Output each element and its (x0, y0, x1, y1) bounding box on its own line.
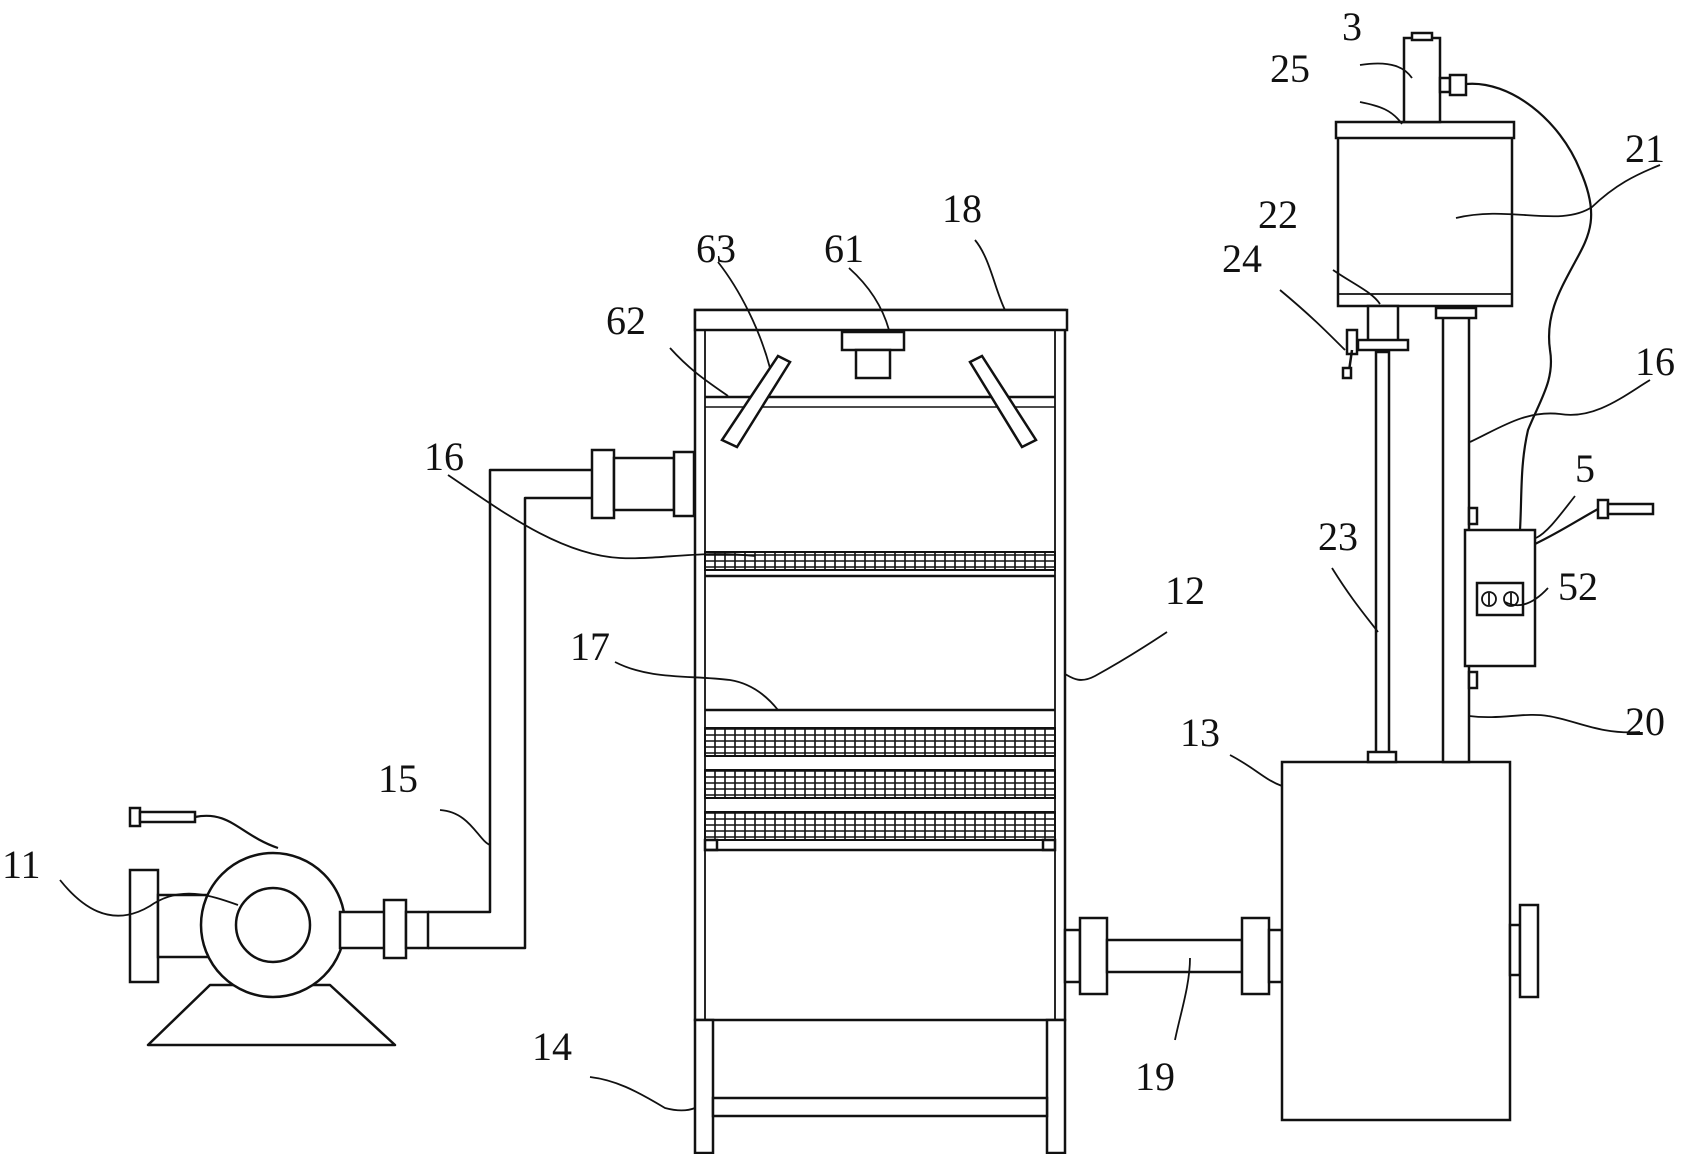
inlet-flange (590, 448, 696, 520)
control-box-5 (1463, 528, 1537, 668)
label-61: 61 (824, 226, 864, 271)
dosing-tank-21 (1334, 120, 1516, 308)
support-frame-14 (693, 1018, 1067, 1154)
tank-12 (693, 308, 1069, 1022)
label-20: 20 (1625, 699, 1665, 744)
pipe-15 (428, 468, 592, 950)
label-12: 12 (1165, 568, 1205, 613)
label-16-left: 16 (424, 434, 464, 479)
motor-cable (1465, 82, 1593, 531)
motor-3 (1402, 31, 1468, 124)
leader-lines (59, 62, 1661, 1112)
label-3: 3 (1342, 4, 1362, 49)
spray-nozzle-61 (840, 330, 906, 380)
label-13: 13 (1180, 710, 1220, 755)
label-24: 24 (1222, 236, 1262, 281)
label-52: 52 (1558, 564, 1598, 609)
pipe-19 (1063, 916, 1284, 996)
label-18: 18 (942, 186, 982, 231)
valve-22 (1341, 304, 1410, 380)
label-62: 62 (606, 298, 646, 343)
label-21: 21 (1625, 126, 1665, 171)
filter-layers (703, 551, 1057, 852)
label-63: 63 (696, 226, 736, 271)
deflector-plates-63 (720, 354, 1038, 449)
label-19: 19 (1135, 1054, 1175, 1099)
pump-power-plug-icon (128, 806, 279, 850)
label-16-right: 16 (1635, 339, 1675, 384)
tank-13 (1280, 760, 1540, 1122)
label-22: 22 (1258, 192, 1298, 237)
label-5: 5 (1575, 446, 1595, 491)
reference-labels: 3 25 21 22 24 18 63 61 62 16 16 5 52 23 … (2, 4, 1675, 1099)
pump (128, 851, 430, 1047)
label-11: 11 (2, 842, 41, 887)
pipe-23 (1366, 350, 1398, 764)
label-23: 23 (1318, 514, 1358, 559)
label-15: 15 (378, 756, 418, 801)
control-power-plug-icon (1534, 498, 1655, 545)
label-17: 17 (570, 624, 610, 669)
label-14: 14 (532, 1024, 572, 1069)
label-25: 25 (1270, 46, 1310, 91)
